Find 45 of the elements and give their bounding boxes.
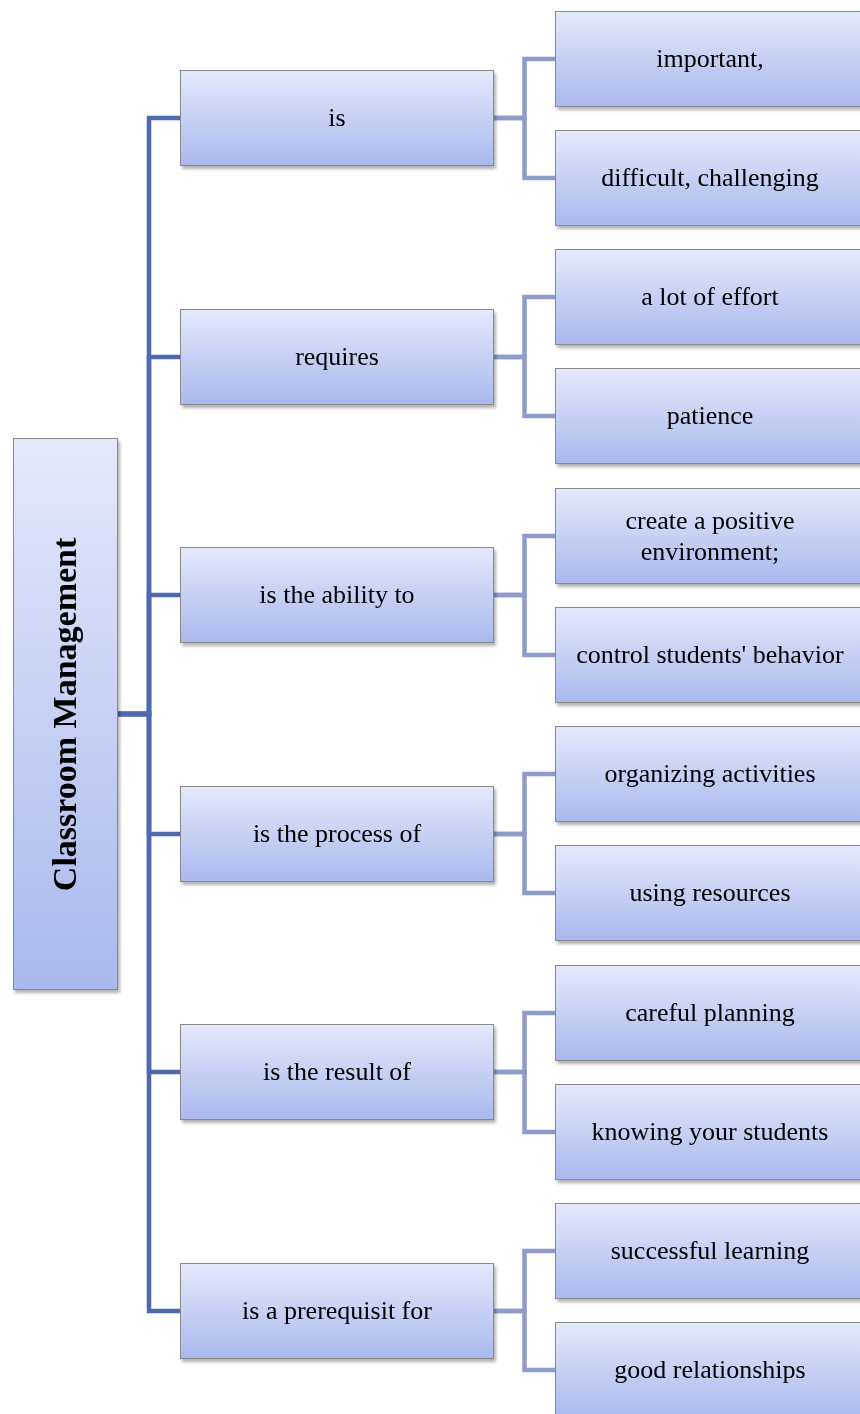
concept-label: organizing activities — [604, 758, 816, 790]
concept-label: patience — [666, 400, 754, 432]
concept-box — [555, 607, 860, 703]
concept-box — [555, 249, 860, 345]
concept-label: is — [328, 102, 346, 134]
concept-label: control students' behavior — [576, 639, 844, 671]
concept-label: using resources — [629, 877, 791, 909]
concept-box — [180, 70, 494, 166]
connector-line — [494, 115, 555, 181]
concept-label: a lot of effort — [641, 281, 779, 313]
concept-box — [555, 1203, 860, 1299]
concept-box — [555, 1322, 860, 1414]
concept-box — [555, 1084, 860, 1180]
concept-label: difficult, challenging — [601, 162, 819, 194]
concept-box — [555, 368, 860, 464]
connector-line — [494, 831, 555, 896]
concept-box — [180, 309, 494, 405]
concept-label: is the ability to — [259, 579, 415, 611]
connector-line — [494, 1308, 555, 1373]
concept-box — [555, 845, 860, 941]
concept-box — [180, 1024, 494, 1120]
concept-label: knowing your students — [591, 1116, 829, 1148]
root-label: Classroom Management — [45, 537, 85, 891]
concept-box — [180, 547, 494, 643]
concept-box — [555, 965, 860, 1061]
concept-label: important, — [656, 43, 764, 75]
concept-box — [555, 488, 860, 584]
concept-box — [555, 130, 860, 226]
concept-box — [555, 11, 860, 107]
concept-label: requires — [295, 341, 379, 373]
connector-line — [118, 711, 180, 1314]
connector-line — [494, 592, 555, 658]
concept-box — [555, 726, 860, 822]
concept-box — [180, 1263, 494, 1359]
concept-label: is the process of — [252, 818, 422, 850]
connector-line — [494, 354, 555, 419]
concept-label: is a prerequisit for — [242, 1295, 432, 1327]
concept-label: create a positive environment; — [624, 504, 796, 568]
concept-label: good relationships — [614, 1354, 806, 1386]
concept-box — [180, 786, 494, 882]
concept-label: is the result of — [263, 1056, 411, 1088]
root-box — [13, 438, 118, 990]
concept-label: successful learning — [610, 1235, 810, 1267]
concept-label: careful planning — [625, 997, 795, 1029]
connector-line — [494, 1069, 555, 1135]
